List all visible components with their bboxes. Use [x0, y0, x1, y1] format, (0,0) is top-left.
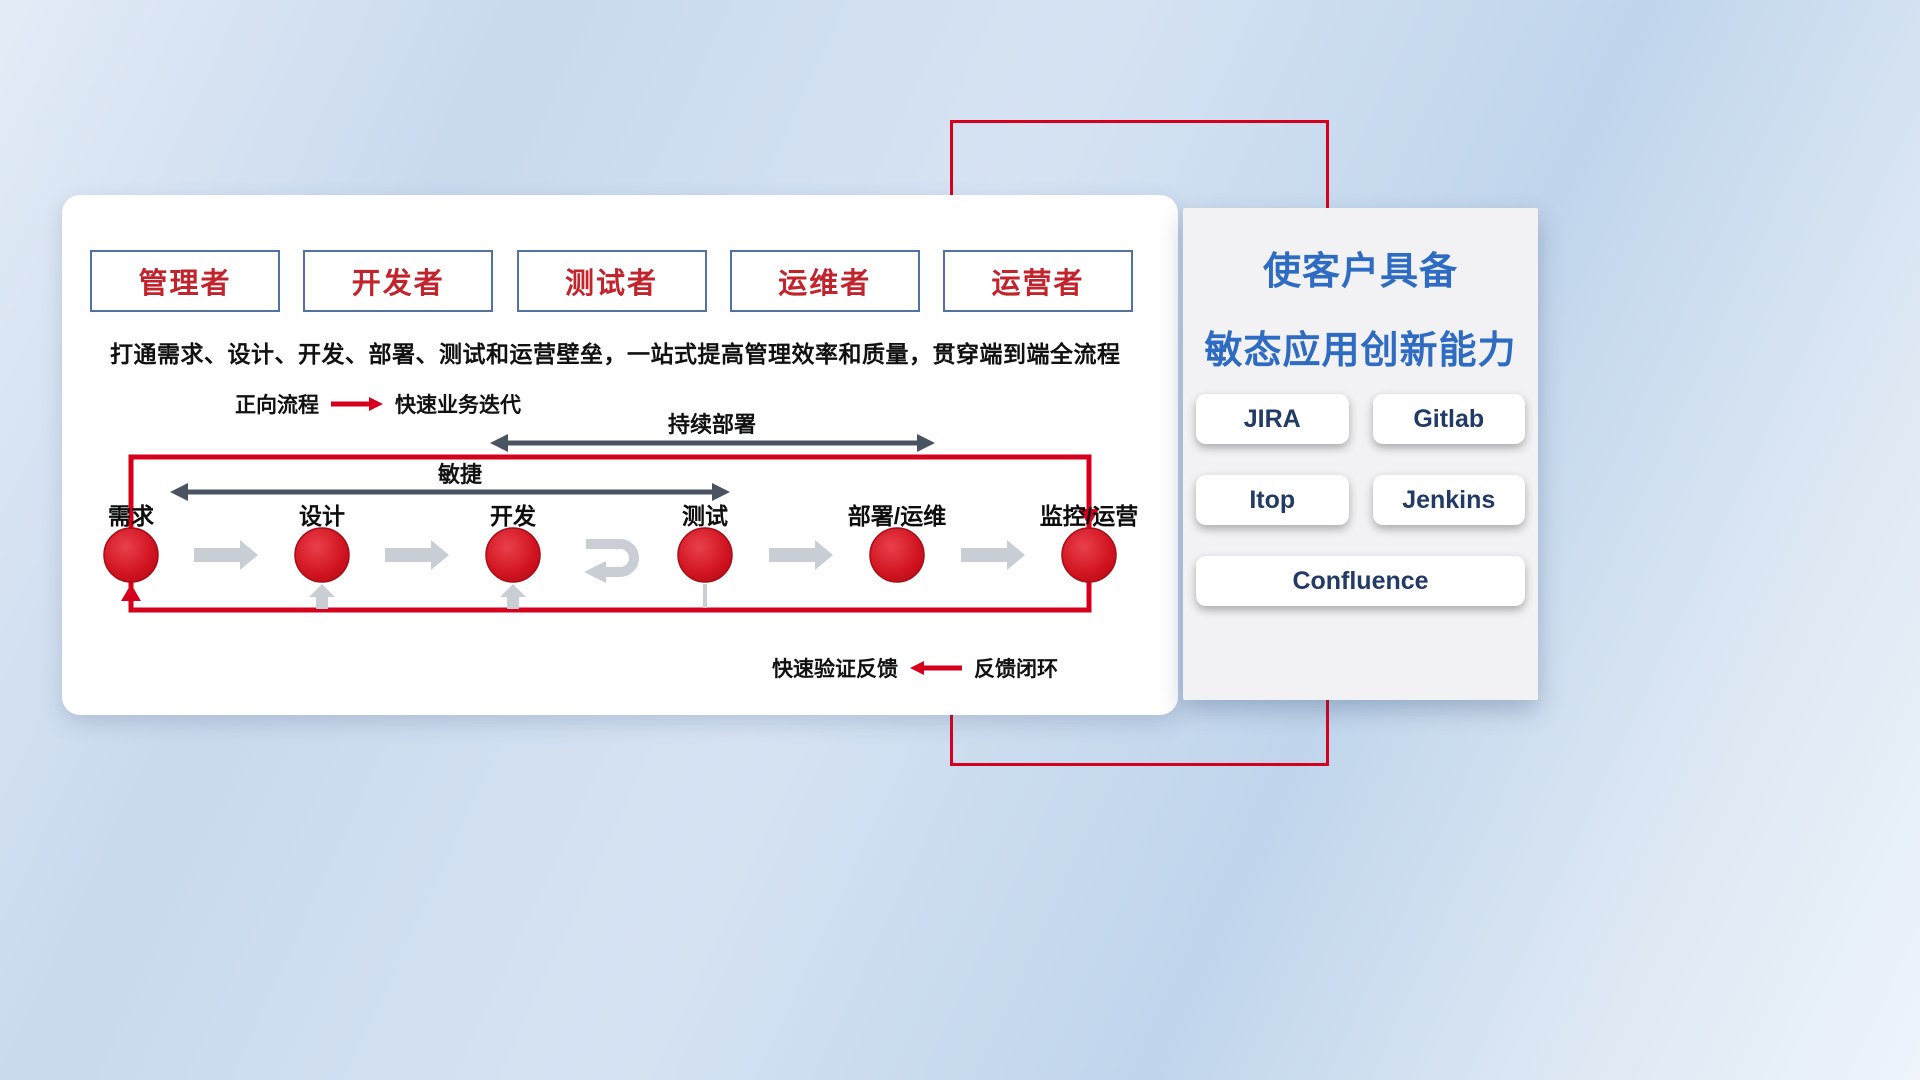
flow-node-circle-demand — [103, 527, 159, 583]
loop-down-arrowhead — [1079, 509, 1099, 526]
panel-title-line2: 敏态应用创新能力 — [1204, 330, 1517, 372]
flow-node-label-dev: 开发 — [490, 503, 536, 529]
tool-grid: JIRA Gitlab Itop Jenkins Confluence — [1196, 394, 1525, 606]
role-box-manager: 管理者 — [90, 250, 280, 312]
feedback-legend-label: 快速验证反馈 — [772, 658, 898, 681]
continuous-deployment-arrow — [490, 434, 935, 452]
process-subtitle: 打通需求、设计、开发、部署、测试和运营壁垒，一站式提高管理效率和质量，贯穿端到端… — [110, 341, 1121, 367]
flow-arrow-1 — [194, 540, 258, 570]
flow-node-label-test: 测试 — [682, 503, 728, 529]
red-cycle-loop — [128, 454, 1092, 613]
feedback-up-arrow-dev — [500, 584, 526, 609]
flow-node-label-demand: 需求 — [108, 503, 154, 529]
devops-process-card: 管理者 开发者 测试者 运维者 运营者 打通需求、设计、开发、部署、测试和运营壁… — [62, 195, 1178, 715]
feedback-arrow-icon — [910, 661, 962, 675]
agile-arrow — [170, 483, 730, 501]
feedback-up-arrow-design — [309, 584, 335, 609]
role-label: 运营者 — [991, 268, 1085, 300]
tool-chip-jenkins: Jenkins — [1372, 475, 1525, 525]
feedback-legend-desc: 反馈闭环 — [974, 658, 1058, 681]
panel-title-line1: 使客户具备 — [1262, 251, 1458, 293]
continuous-deployment-label: 持续部署 — [667, 412, 757, 437]
agile-label: 敏捷 — [437, 462, 483, 487]
loop-up-arrowhead — [121, 584, 141, 601]
flow-arrow-3 — [769, 540, 833, 570]
flow-node-label-design: 设计 — [299, 503, 345, 529]
forward-arrow-icon — [331, 397, 383, 411]
flow-node-circle-dev — [485, 527, 541, 583]
flow-node-circle-deploy — [869, 527, 925, 583]
forward-legend: 正向流程 快速业务迭代 — [235, 389, 521, 419]
role-box-developer: 开发者 — [303, 250, 494, 312]
iteration-loop-icon — [584, 539, 639, 583]
forward-legend-desc: 快速业务迭代 — [395, 394, 521, 417]
tool-chip-gitlab: Gitlab — [1372, 394, 1525, 444]
flow-arrow-2 — [385, 540, 449, 570]
role-label: 测试者 — [564, 268, 658, 300]
flow-arrow-4 — [961, 540, 1025, 570]
role-box-operator: 运营者 — [943, 250, 1133, 312]
flow-node-circle-test — [677, 527, 733, 583]
flow-node-circle-design — [294, 527, 350, 583]
flow-node-label-monitor: 监控/运营 — [1039, 503, 1139, 529]
flow-node-label-deploy: 部署/运维 — [847, 503, 947, 529]
role-box-tester: 测试者 — [516, 250, 707, 312]
role-label: 管理者 — [138, 268, 232, 300]
tool-chip-jira: JIRA — [1196, 394, 1349, 444]
role-boxes-row: 管理者 开发者 测试者 运维者 运营者 — [90, 250, 1133, 312]
tool-chip-itop: Itop — [1196, 475, 1349, 525]
forward-legend-label: 正向流程 — [235, 394, 319, 417]
role-box-ops: 运维者 — [729, 250, 920, 312]
role-label: 运维者 — [778, 268, 872, 300]
tool-chip-confluence: Confluence — [1196, 556, 1525, 606]
role-label: 开发者 — [351, 268, 445, 300]
feedback-legend: 快速验证反馈 反馈闭环 — [772, 653, 1058, 683]
flow-diagram — [103, 434, 1117, 613]
flow-node-circle-monitor — [1061, 527, 1117, 583]
capability-panel: 使客户具备 敏态应用创新能力 JIRA Gitlab Itop Jenkins … — [1183, 208, 1538, 700]
